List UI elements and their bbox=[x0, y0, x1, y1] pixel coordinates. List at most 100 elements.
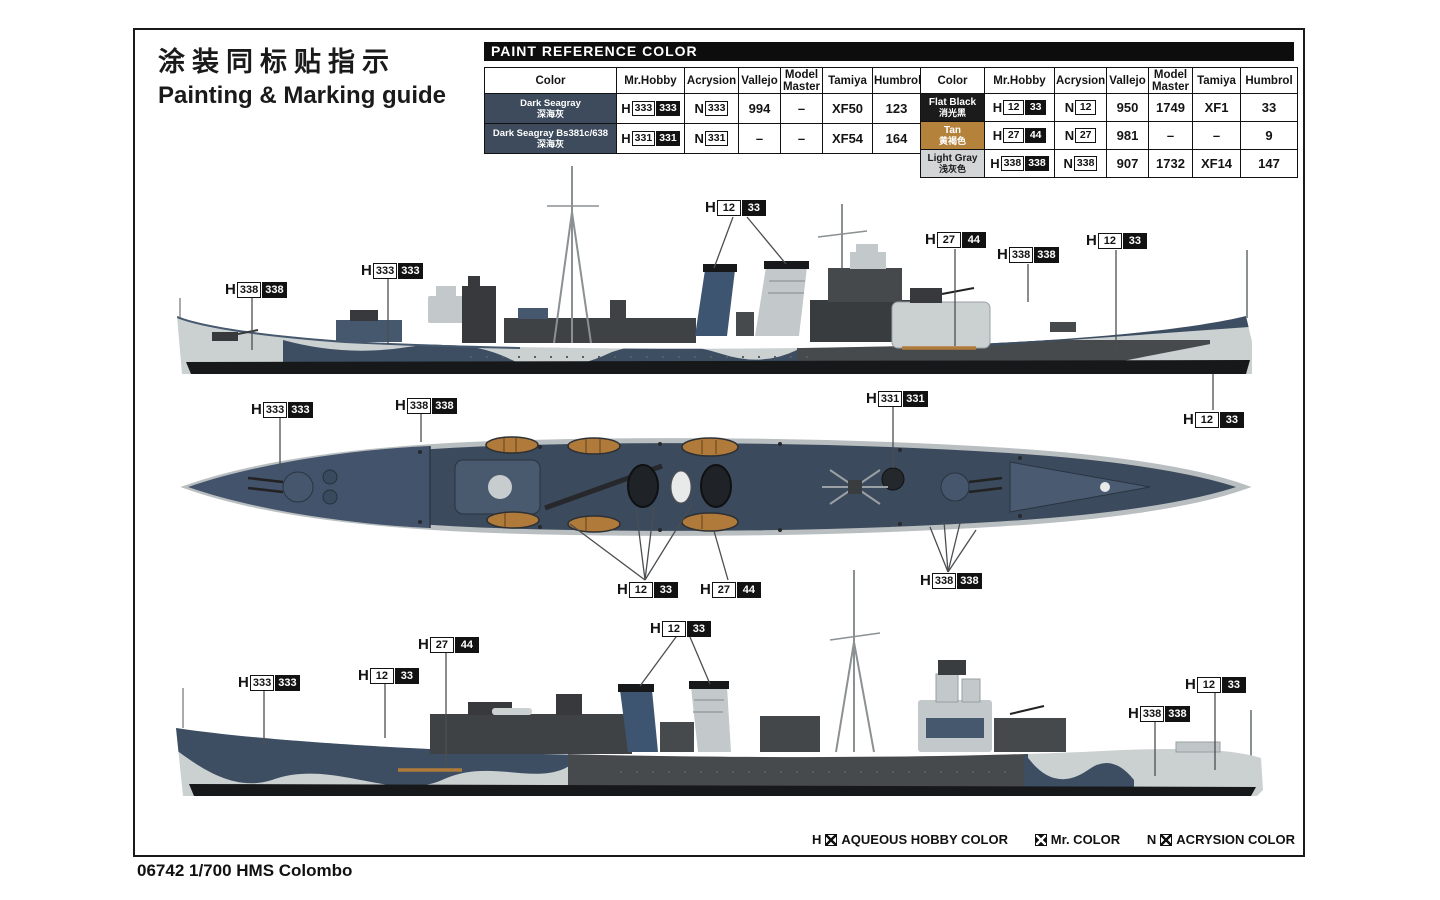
page-title-chinese: 涂装同标贴指示 bbox=[158, 47, 396, 77]
col-vallejo: Vallejo bbox=[738, 67, 781, 94]
color-name-zh: 黄褐色 bbox=[938, 136, 966, 146]
page-border-frame bbox=[133, 28, 1305, 857]
ship-top-profile-illustration bbox=[177, 166, 1252, 374]
cell-tamiya: XF14 bbox=[1192, 149, 1241, 178]
plan-boats-tan bbox=[485, 436, 739, 533]
col-model-master: Model Master bbox=[1148, 67, 1193, 94]
cell-model-master: – bbox=[780, 93, 823, 124]
cell-vallejo: 994 bbox=[738, 93, 781, 124]
cell-tamiya: XF50 bbox=[822, 93, 873, 124]
col-color: Color bbox=[920, 67, 985, 94]
color-name: Dark Seagray bbox=[520, 98, 581, 109]
cell-tamiya: – bbox=[1192, 121, 1241, 150]
cell-humbrol: 147 bbox=[1240, 149, 1298, 178]
col-tamiya: Tamiya bbox=[822, 67, 873, 94]
cell-humbrol: 33 bbox=[1240, 93, 1298, 122]
col-mr-hobby: Mr.Hobby bbox=[984, 67, 1055, 94]
ship-plan-view-illustration bbox=[180, 436, 1252, 536]
paint-table-left: Color Mr.Hobby Acrysion Vallejo Model Ma… bbox=[484, 67, 921, 154]
paint-table-right: Color Mr.Hobby Acrysion Vallejo Model Ma… bbox=[920, 67, 1298, 178]
table-header-row: Color Mr.Hobby Acrysion Vallejo Model Ma… bbox=[484, 67, 921, 94]
cell-color-swatch: Dark Seagray 深海灰 bbox=[484, 93, 617, 124]
cell-model-master: 1749 bbox=[1148, 93, 1193, 122]
col-tamiya: Tamiya bbox=[1192, 67, 1241, 94]
hatch-box-icon bbox=[1160, 833, 1173, 846]
callout-leader-lines bbox=[251, 216, 1216, 776]
legend-mr-color-label: Mr. COLOR bbox=[1050, 832, 1121, 847]
cell-vallejo: – bbox=[738, 123, 781, 154]
legend-mr-color: Mr. COLOR bbox=[1034, 832, 1121, 847]
cell-vallejo: 907 bbox=[1106, 149, 1149, 178]
paint-reference-header: PAINT REFERENCE COLOR bbox=[484, 42, 1294, 61]
color-name: Flat Black bbox=[928, 97, 977, 108]
cell-model-master: 1732 bbox=[1148, 149, 1193, 178]
col-model-master: Model Master bbox=[780, 67, 823, 94]
color-name-zh: 消光黑 bbox=[938, 108, 966, 118]
col-acrysion: Acrysion bbox=[1054, 67, 1107, 94]
cell-color-swatch: Tan 黄褐色 bbox=[920, 121, 985, 150]
col-acrysion: Acrysion bbox=[684, 67, 739, 94]
cell-model-master: – bbox=[780, 123, 823, 154]
col-color: Color bbox=[484, 67, 617, 94]
hatch-box-icon bbox=[825, 833, 838, 846]
cell-humbrol: 123 bbox=[872, 93, 921, 124]
color-name: Dark Seagray Bs381c/638 bbox=[492, 128, 609, 139]
table-header-row: Color Mr.Hobby Acrysion Vallejo Model Ma… bbox=[920, 67, 1298, 94]
cell-tamiya: XF1 bbox=[1192, 93, 1241, 122]
paint-brand-legend: H AQUEOUS HOBBY COLOR Mr. COLOR N ACRYSI… bbox=[812, 832, 1295, 847]
color-name-zh: 深海灰 bbox=[536, 109, 564, 119]
hatch-box-dark-icon bbox=[1034, 833, 1047, 846]
color-name: Light Gray bbox=[927, 153, 978, 164]
color-name-zh: 浅灰色 bbox=[938, 164, 966, 174]
col-vallejo: Vallejo bbox=[1106, 67, 1149, 94]
kit-number-title: 06742 1/700 HMS Colombo bbox=[137, 861, 353, 880]
legend-acrysion: N ACRYSION COLOR bbox=[1147, 832, 1295, 847]
cell-vallejo: 981 bbox=[1106, 121, 1149, 150]
cell-color-swatch: Flat Black 消光黑 bbox=[920, 93, 985, 122]
col-humbrol: Humbrol bbox=[872, 67, 921, 94]
cell-color-swatch: Dark Seagray Bs381c/638 深海灰 bbox=[484, 123, 617, 154]
legend-n-prefix: N bbox=[1146, 832, 1157, 847]
cell-humbrol: 9 bbox=[1240, 121, 1298, 150]
col-mr-hobby: Mr.Hobby bbox=[616, 67, 685, 94]
legend-acrysion-label: ACRYSION COLOR bbox=[1176, 832, 1295, 847]
legend-aqueous: H AQUEOUS HOBBY COLOR bbox=[812, 832, 1008, 847]
cell-humbrol: 164 bbox=[872, 123, 921, 154]
page-title-english: Painting & Marking guide bbox=[158, 82, 447, 109]
cell-model-master: – bbox=[1148, 121, 1193, 150]
